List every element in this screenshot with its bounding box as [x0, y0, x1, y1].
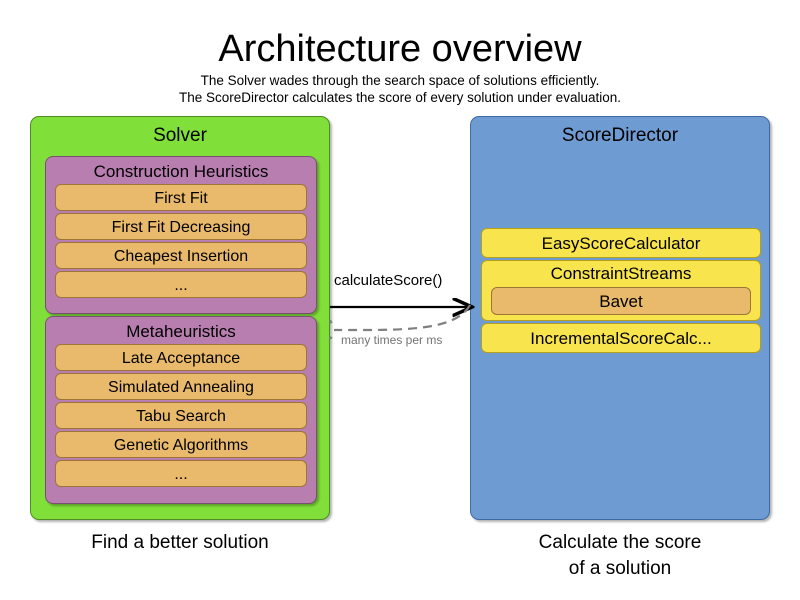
score-director-caption-line-1: Calculate the score — [538, 532, 702, 553]
constraint-streams-group[interactable]: ConstraintStreams Bavet — [481, 260, 761, 321]
solver-panel[interactable]: Solver Construction Heuristics First Fit… — [30, 116, 330, 520]
many-times-per-ms-arrow — [334, 304, 471, 330]
score-director-panel[interactable]: ScoreDirector EasyScoreCalculator Constr… — [470, 116, 770, 520]
calculate-score-label: calculateScore() — [334, 272, 443, 289]
score-director-caption: Calculate the score of a solution — [470, 530, 770, 582]
algorithm-item[interactable]: ... — [55, 460, 307, 487]
algorithm-item[interactable]: Genetic Algorithms — [55, 431, 307, 458]
page-header: Architecture overview The Solver wades t… — [0, 0, 800, 106]
subtitle-line-1: The Solver wades through the search spac… — [200, 73, 600, 88]
score-director-panel-title: ScoreDirector — [561, 125, 679, 146]
subtitle-line-2: The ScoreDirector calculates the score o… — [179, 90, 621, 105]
algorithm-item[interactable]: Simulated Annealing — [55, 373, 307, 400]
solver-caption-line-1: Find a better solution — [91, 532, 269, 553]
algorithm-item[interactable]: Cheapest Insertion — [55, 242, 307, 269]
algorithm-item[interactable]: First Fit — [55, 184, 307, 211]
solver-panel-title: Solver — [153, 125, 207, 146]
construction-heuristics-group[interactable]: Construction Heuristics First Fit First … — [45, 156, 317, 314]
score-calculator-item[interactable]: IncrementalScoreCalc... — [481, 323, 761, 353]
page-title: Architecture overview — [218, 28, 582, 70]
constraint-streams-title: ConstraintStreams — [550, 264, 692, 283]
many-times-per-ms-label: many times per ms — [341, 333, 443, 347]
algorithm-item[interactable]: First Fit Decreasing — [55, 213, 307, 240]
algorithm-item[interactable]: Late Acceptance — [55, 344, 307, 371]
score-calculator-item[interactable]: EasyScoreCalculator — [481, 228, 761, 258]
metaheuristics-group[interactable]: Metaheuristics Late Acceptance Simulated… — [45, 316, 317, 504]
score-calculator-stack: EasyScoreCalculator ConstraintStreams Ba… — [471, 228, 771, 355]
construction-heuristics-title: Construction Heuristics — [93, 162, 269, 181]
algorithm-item[interactable]: ... — [55, 271, 307, 298]
metaheuristics-title: Metaheuristics — [126, 322, 236, 341]
algorithm-item[interactable]: Tabu Search — [55, 402, 307, 429]
score-director-caption-line-2: of a solution — [568, 558, 672, 579]
bavet-item[interactable]: Bavet — [491, 287, 751, 315]
solver-caption: Find a better solution — [30, 530, 330, 556]
